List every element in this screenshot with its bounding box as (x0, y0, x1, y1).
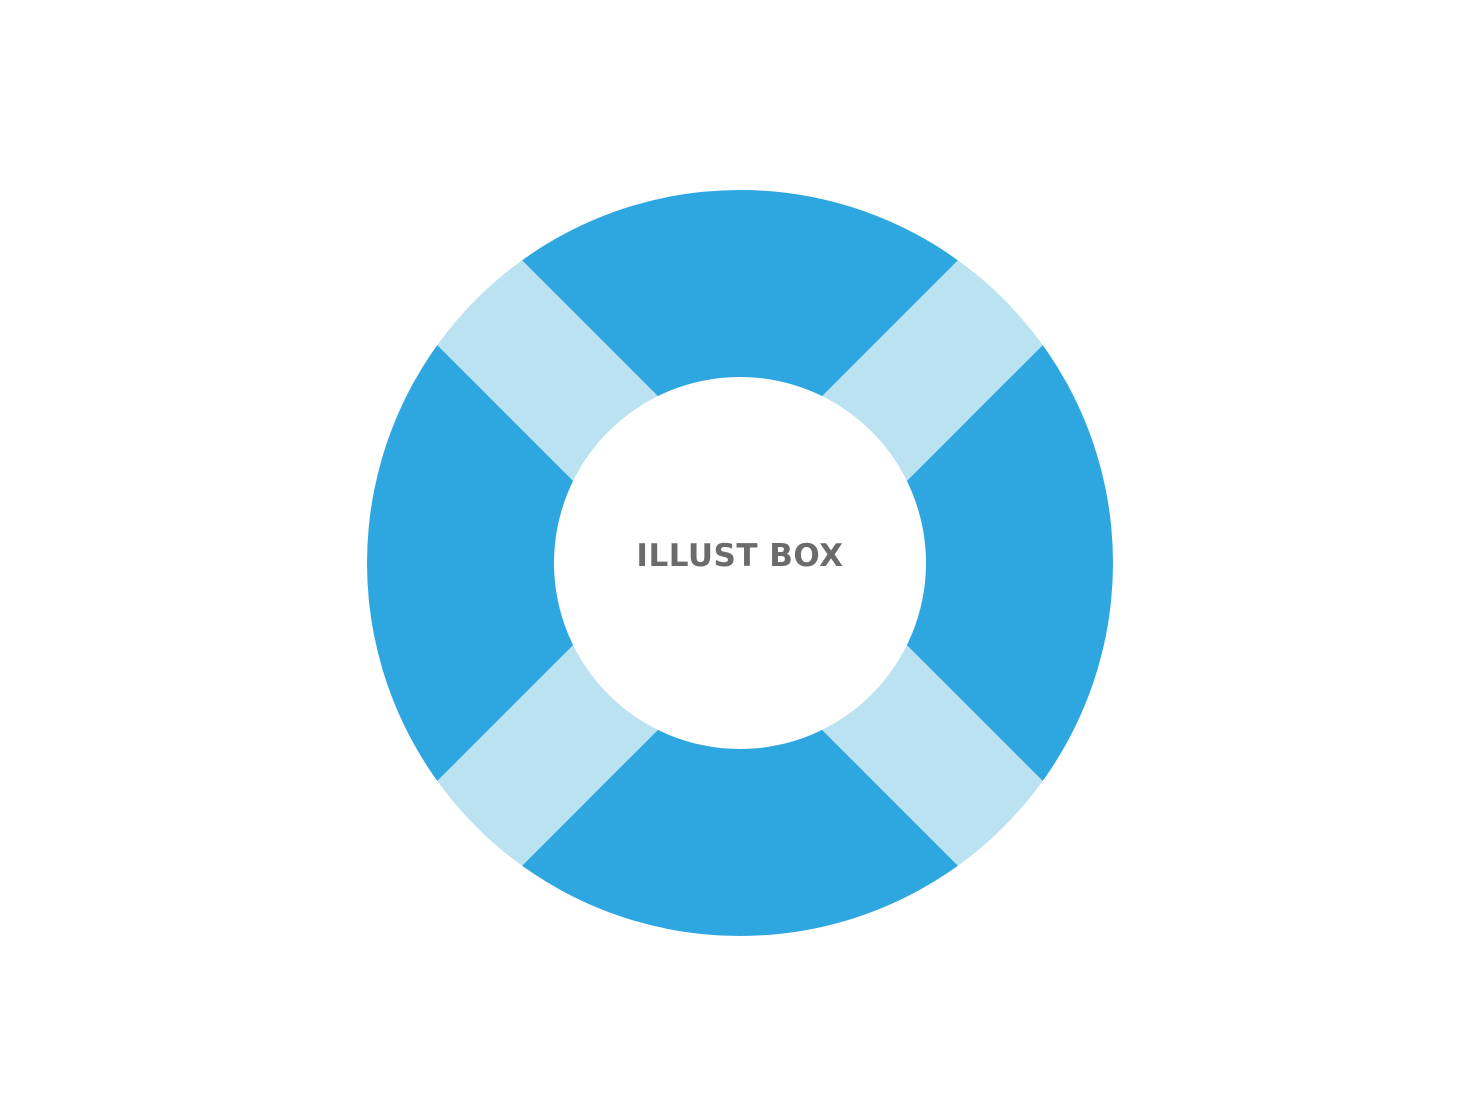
ring-segment-dark-left (300, 123, 740, 1003)
watermark-text: ILLUST BOX (636, 538, 844, 574)
ring-segment-dark-bottom (300, 563, 1180, 1003)
ring-band-light-diagonal-b (400, 223, 1080, 903)
ring-segment-dark-right (740, 123, 1180, 1003)
ring-segment-dark-top (300, 123, 1180, 563)
